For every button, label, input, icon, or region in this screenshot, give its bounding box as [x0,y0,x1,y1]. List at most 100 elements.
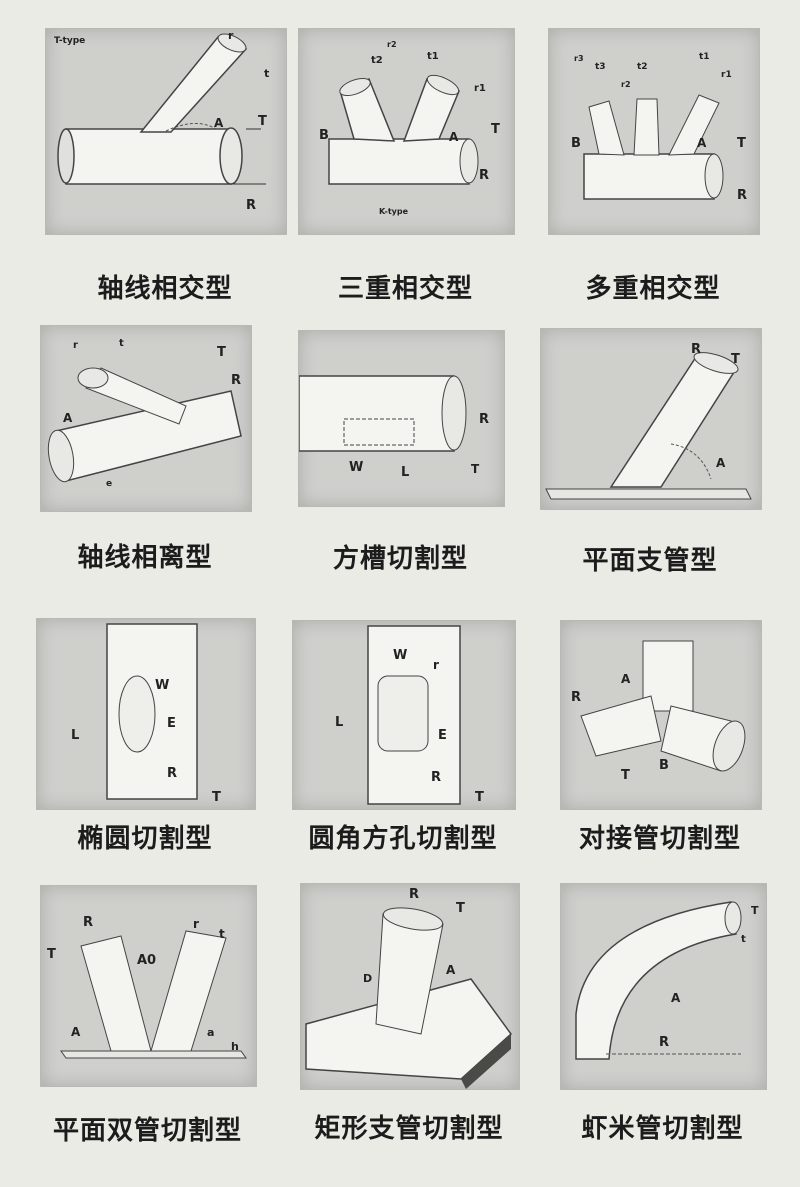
diagram-tag-1: T-type [54,36,85,46]
diagram-caption-5: 方槽切割型 [332,544,468,574]
label-R: R [167,766,177,781]
label-B: B [659,758,669,773]
label-A: A [446,963,456,977]
label-R: R [479,412,489,427]
label-W: W [155,678,169,693]
label-T: T [456,901,465,916]
diagram-image-10: T R A0 r t A a h [40,885,257,1087]
label-T: T [731,352,740,367]
label-T: T [47,947,56,962]
label-r1: r1 [721,70,732,80]
label-r: r [433,658,439,672]
label-R: R [659,1035,669,1050]
label-t2: t2 [371,55,383,66]
label-r1: r1 [474,83,486,94]
diagram-caption-6: 平面支管型 [582,546,718,576]
diagram-caption-7: 椭圆切割型 [77,824,213,854]
label-T: T [212,790,221,805]
label-r: r [73,340,78,351]
label-e: e [106,479,112,489]
diagram-image-7: W E L R T [36,618,256,810]
label-A: A [63,411,73,425]
diagram-caption-8: 圆角方孔切割型 [308,824,498,854]
offset-axis-pipe-drawing: r t T R A e [47,338,242,489]
diagram-image-12: T t A R [560,883,767,1090]
round-corner-square-hole-drawing: W r E L R T [335,625,484,805]
ellipse-cut-pipe-drawing: W E L R T [71,623,221,805]
label-T: T [751,904,759,917]
label-t: t [264,67,269,80]
label-L: L [71,728,79,743]
diagram-tag-2: K-type [379,207,409,216]
label-D: D [363,972,372,985]
diagram-caption-1: 轴线相交型 [97,274,233,304]
label-t: t [219,927,225,941]
plane-double-pipe-drawing: T R A0 r t A a h [47,915,247,1059]
rectangular-branch-pipe-drawing: R T D A [305,887,513,1089]
label-t3: t3 [595,62,606,72]
butt-joint-pipe-drawing: R A T B [571,640,746,783]
label-t: t [741,934,746,945]
label-T: T [491,122,500,137]
label-A: A [71,1025,81,1039]
label-L: L [335,715,343,730]
diagram-image-3: r3 t3 t2 r2 t1 r1 B A T R [548,28,760,235]
label-t1: t1 [427,51,439,62]
label-r3: r3 [574,54,584,63]
label-L: L [401,465,409,480]
label-W: W [393,648,407,663]
label-A0: A0 [137,953,156,968]
label-B: B [319,128,329,143]
label-A: A [697,136,707,150]
label-E: E [167,716,176,731]
label-h: h [231,1040,239,1053]
label-R: R [479,168,489,183]
label-T: T [737,136,746,151]
label-t2: t2 [637,62,648,72]
label-R: R [83,915,93,930]
label-R: R [571,690,581,705]
label-R: R [246,198,256,213]
label-r: r [193,917,199,931]
label-T: T [621,768,630,783]
label-B: B [571,136,581,151]
label-R: R [231,373,241,388]
diagram-caption-3: 多重相交型 [585,274,721,304]
label-r2: r2 [621,80,631,89]
diagram-image-1: T-type r t T R A [45,28,287,235]
label-t1: t1 [699,52,710,62]
label-T: T [217,345,226,360]
diagram-caption-4: 轴线相离型 [77,543,213,573]
label-r: r [228,29,234,42]
label-R: R [409,887,419,902]
multi-branch-pipe-drawing: r3 t3 t2 r2 t1 r1 B A T R [571,52,747,203]
label-R: R [691,342,701,357]
diagram-image-4: r t T R A e [40,325,252,512]
diagram-caption-2: 三重相交型 [337,274,473,304]
label-T: T [258,114,267,129]
label-T: T [471,462,480,476]
label-r2: r2 [387,40,397,49]
segmented-elbow-pipe-drawing: T t A R [575,901,759,1060]
diagram-caption-10: 平面双管切割型 [52,1116,242,1146]
diagram-caption-12: 虾米管切割型 [581,1114,744,1144]
label-A: A [214,116,224,130]
label-A: A [716,456,726,470]
label-A: A [449,130,459,144]
label-R: R [737,188,747,203]
diagram-image-11: R T D A [300,883,520,1090]
diagram-caption-9: 对接管切割型 [578,824,741,854]
label-W: W [349,460,363,475]
diagram-image-9: R A T B [560,620,762,810]
label-A: A [671,991,681,1005]
t-type-pipe-drawing: T-type r t T R A [54,29,269,213]
label-E: E [438,728,447,743]
label-a: a [207,1026,214,1039]
label-R: R [431,770,441,785]
diagram-image-8: W r E L R T [292,620,516,810]
square-slot-pipe-drawing: R W L T [299,375,489,480]
label-A: A [621,672,631,686]
label-t: t [119,338,124,349]
label-T: T [475,790,484,805]
plane-branch-pipe-drawing: R T A [545,342,752,500]
